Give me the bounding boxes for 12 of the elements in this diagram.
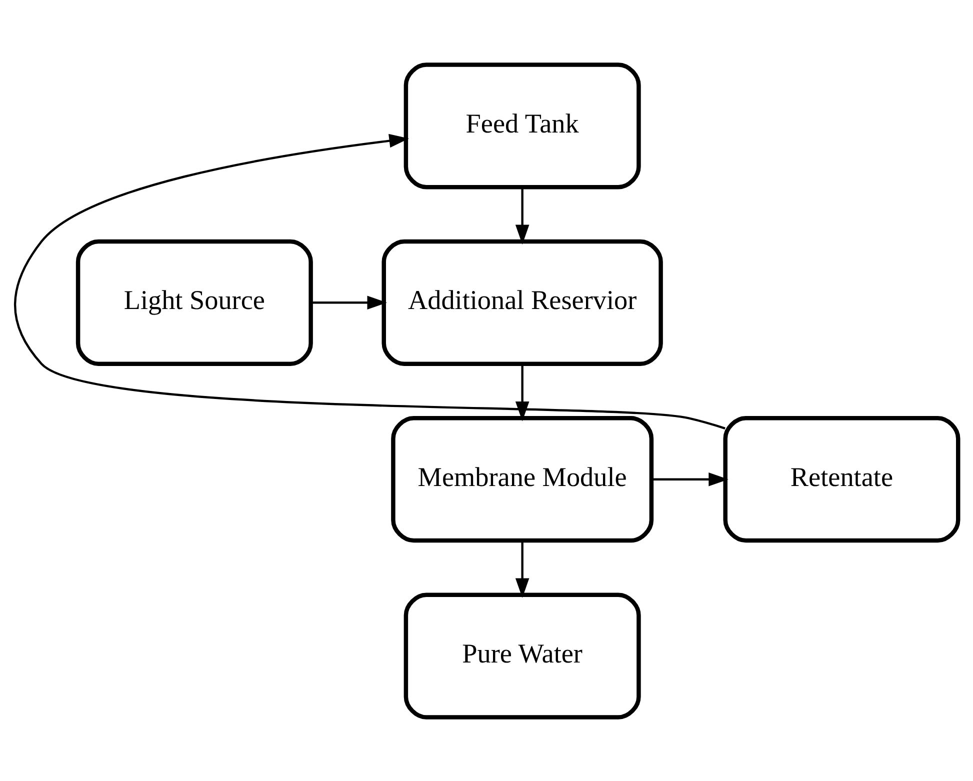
arrow <box>651 472 728 486</box>
node-box: Retentate <box>723 416 960 542</box>
node-box: Additional Reservior <box>382 238 663 366</box>
arrow <box>515 186 530 244</box>
node-box: Membrane Module <box>391 416 654 542</box>
arrow <box>515 540 530 598</box>
node-box: Feed Tank <box>404 62 641 189</box>
arrow <box>515 363 530 421</box>
arrow <box>310 295 387 310</box>
node-box: Pure Water <box>404 592 641 719</box>
arrow <box>14 133 726 429</box>
node-box: Light Source <box>76 238 313 366</box>
